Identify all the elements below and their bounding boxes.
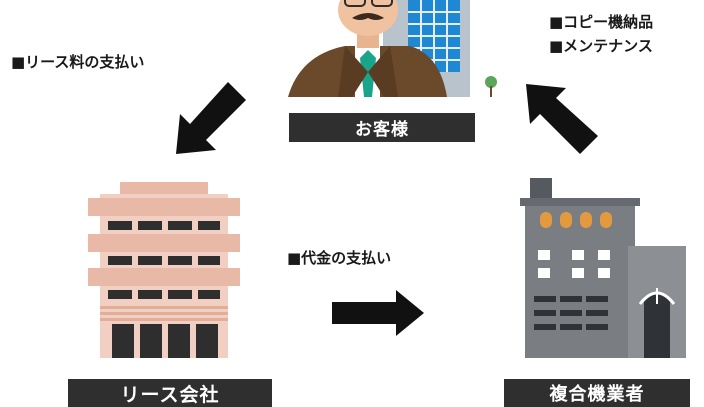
price-payment-note: ■代金の支払い bbox=[287, 249, 392, 267]
copier-delivery-note: ■コピー機納品 bbox=[549, 13, 654, 31]
lease-company-building-illustration bbox=[88, 182, 240, 358]
dealer-building-illustration bbox=[520, 178, 686, 358]
maintenance-note: ■メンテナンス bbox=[549, 37, 653, 55]
customer-person-illustration bbox=[288, 0, 447, 97]
customer-label: お客様 bbox=[289, 113, 475, 142]
arrow-lease-to-dealer bbox=[332, 290, 424, 336]
office-tower-illustration bbox=[383, 0, 497, 97]
arrows bbox=[176, 82, 598, 336]
arrow-dealer-to-customer bbox=[526, 84, 598, 154]
arrow-customer-to-lease bbox=[176, 82, 246, 154]
lease-company-label: リース会社 bbox=[68, 379, 272, 407]
lease-payment-note: ■リース料の支払い bbox=[11, 53, 145, 71]
dealer-label: 複合機業者 bbox=[504, 379, 690, 407]
